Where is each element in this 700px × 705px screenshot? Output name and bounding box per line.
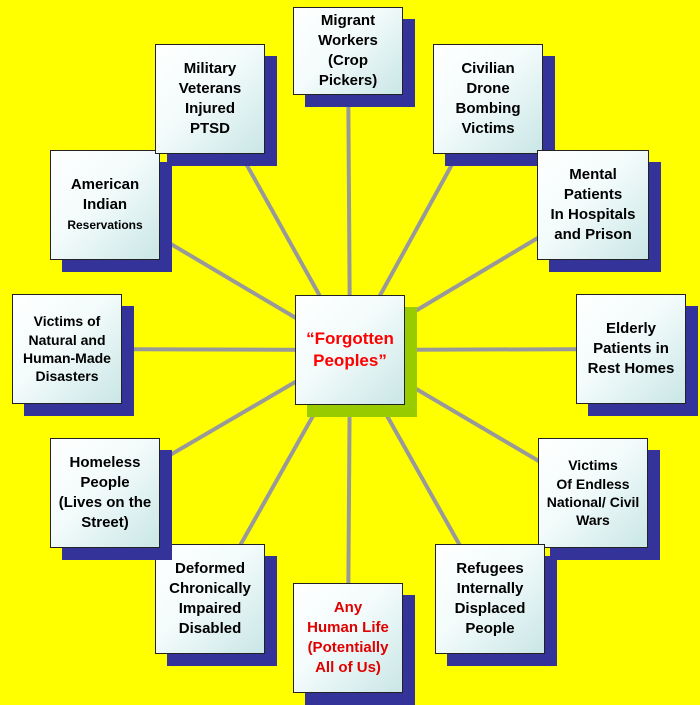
node-label-line: American [70, 176, 140, 194]
node-box: Mental Patients In Hospitals and Prison [537, 150, 649, 260]
node-label-migrant-workers: Migrant Workers (Crop Pickers) [318, 12, 378, 89]
node-label-deformed-disabled: Deformed Chronically Impaired Disabled [169, 560, 251, 637]
node-box: Elderly Patients in Rest Homes [576, 294, 686, 404]
node-label-disaster-victims: Victims of Natural and Human-Made Disast… [23, 313, 111, 385]
node-box: Civilian Drone Bombing Victims [433, 44, 543, 154]
node-box: Victims Of Endless National/ Civil Wars [538, 438, 648, 548]
center-node: “Forgotten Peoples” [295, 295, 417, 417]
node-box: Military Veterans Injured PTSD [155, 44, 265, 154]
node-box: Refugees Internally Displaced People [435, 544, 545, 654]
node-label-homeless-people: Homeless People (Lives on the Street) [58, 454, 152, 531]
node-military-veterans: Military Veterans Injured PTSD [155, 44, 277, 166]
node-deformed-disabled: Deformed Chronically Impaired Disabled [155, 544, 277, 666]
node-box: Any Human Life (Potentially All of Us) [293, 583, 403, 693]
node-civilian-drone-victims: Civilian Drone Bombing Victims [433, 44, 555, 166]
center-node-label: “Forgotten Peoples” [306, 328, 394, 370]
center-node-box: “Forgotten Peoples” [295, 295, 405, 405]
node-migrant-workers: Migrant Workers (Crop Pickers) [293, 7, 415, 107]
node-mental-patients: Mental Patients In Hospitals and Prison [537, 150, 661, 272]
node-label-victims-of-wars: Victims Of Endless National/ Civil Wars [546, 457, 640, 529]
node-label-civilian-drone-victims: Civilian Drone Bombing Victims [455, 60, 521, 137]
node-disaster-victims: Victims of Natural and Human-Made Disast… [12, 294, 134, 416]
node-label-elderly-patients: Elderly Patients in Rest Homes [587, 320, 675, 377]
node-label-any-human-life: Any Human Life (Potentially All of Us) [307, 599, 389, 676]
node-box: Victims of Natural and Human-Made Disast… [12, 294, 122, 404]
node-any-human-life: Any Human Life (Potentially All of Us) [293, 583, 415, 705]
node-box: Deformed Chronically Impaired Disabled [155, 544, 265, 654]
node-box: Migrant Workers (Crop Pickers) [293, 7, 403, 95]
node-refugees: Refugees Internally Displaced People [435, 544, 557, 666]
node-box: Homeless People (Lives on the Street) [50, 438, 160, 548]
node-label-line: Indian [82, 196, 128, 214]
node-victims-of-wars: Victims Of Endless National/ Civil Wars [538, 438, 660, 560]
node-homeless-people: Homeless People (Lives on the Street) [50, 438, 172, 560]
node-elderly-patients: Elderly Patients in Rest Homes [576, 294, 698, 416]
node-label-mental-patients: Mental Patients In Hospitals and Prison [550, 166, 636, 243]
node-label-refugees: Refugees Internally Displaced People [454, 560, 526, 637]
node-label-military-veterans: Military Veterans Injured PTSD [178, 60, 242, 137]
node-label-line: Reservations [67, 217, 143, 232]
